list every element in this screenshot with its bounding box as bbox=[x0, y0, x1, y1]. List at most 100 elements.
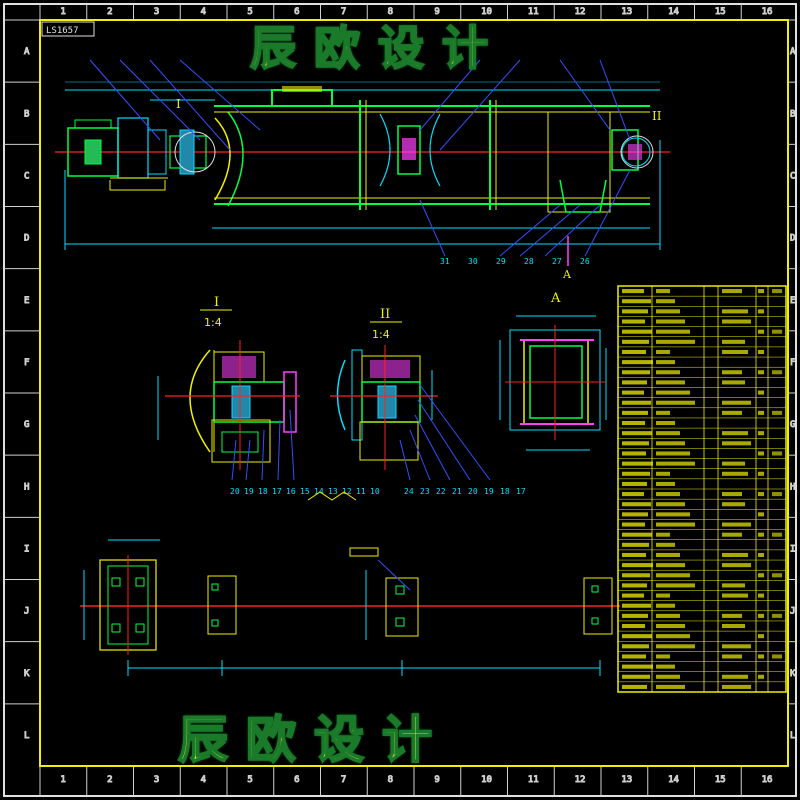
ruler-col-label: 2 bbox=[107, 775, 112, 785]
detail-1-callout-label: I bbox=[176, 97, 181, 111]
ruler-col-label: 3 bbox=[154, 775, 159, 785]
ruler-col-label: 13 bbox=[621, 775, 632, 785]
balloon-number: 11 bbox=[356, 487, 366, 496]
balloon-number: 17 bbox=[272, 487, 282, 496]
ruler-col-label: 14 bbox=[668, 7, 679, 17]
detail-2-view: II 1:4 24 23 22 21 20 19 18 17 bbox=[307, 307, 526, 501]
ruler-row-label: I bbox=[790, 544, 795, 554]
ruler-row-label: K bbox=[24, 669, 30, 679]
ruler-col-label: 2 bbox=[107, 7, 112, 17]
ruler-row-label: H bbox=[790, 482, 795, 492]
reducer bbox=[117, 117, 149, 179]
ruler-row-label: H bbox=[24, 482, 29, 492]
ruler-row-label: A bbox=[790, 47, 796, 57]
ruler-col-label: 11 bbox=[528, 7, 539, 17]
ruler-row-label: B bbox=[24, 109, 29, 119]
ruler-row-label: G bbox=[24, 420, 29, 430]
ruler-row-label: D bbox=[790, 234, 795, 244]
frame-ruler: 1122334455667788991010111112121313141415… bbox=[4, 4, 797, 796]
section-a-arrow-label: A bbox=[562, 268, 572, 281]
balloon-number: 30 bbox=[468, 257, 478, 266]
inlet-hopper bbox=[271, 89, 333, 107]
balloon-number: 29 bbox=[496, 257, 506, 266]
ruler-col-label: 8 bbox=[388, 7, 393, 17]
section-a-view: A bbox=[499, 291, 607, 451]
ruler-row-label: E bbox=[790, 296, 795, 306]
balloon-number: 26 bbox=[580, 257, 590, 266]
balloon-number: 22 bbox=[436, 487, 446, 496]
ruler-col-label: 12 bbox=[575, 7, 586, 17]
ruler-col-label: 15 bbox=[715, 7, 726, 17]
detail-2-balloons: 24 23 22 21 20 19 18 17 bbox=[404, 487, 526, 496]
ruler-row-label: F bbox=[24, 358, 29, 368]
ruler-col-label: 11 bbox=[528, 775, 539, 785]
ruler-row-label: C bbox=[790, 171, 795, 181]
detail-2-callout bbox=[620, 135, 654, 169]
title-box-text: LS1657 bbox=[46, 26, 79, 36]
balloon-number: 12 bbox=[342, 487, 352, 496]
detail-2-scale: 1:4 bbox=[372, 328, 390, 341]
balloon-number: 18 bbox=[500, 487, 510, 496]
ruler-col-label: 7 bbox=[341, 7, 346, 17]
ruler-row-label: J bbox=[790, 607, 795, 617]
balloon-number: 28 bbox=[524, 257, 534, 266]
detail-1-callout bbox=[174, 131, 216, 173]
parts-list-table bbox=[617, 285, 787, 693]
balloon-number: 15 bbox=[300, 487, 310, 496]
balloon-number: 13 bbox=[328, 487, 338, 496]
watermark-bottom: 辰欧设计 bbox=[177, 709, 450, 770]
ruler-col-label: 3 bbox=[154, 7, 159, 17]
ruler-col-label: 1 bbox=[60, 775, 65, 785]
ruler-row-label: F bbox=[790, 358, 795, 368]
ruler-col-label: 14 bbox=[668, 775, 679, 785]
balloon-number: 16 bbox=[286, 487, 296, 496]
ruler-col-label: 9 bbox=[434, 7, 439, 17]
hanger-bearing bbox=[397, 125, 421, 175]
ruler-col-label: 4 bbox=[201, 7, 206, 17]
detail-2-label: II bbox=[380, 307, 390, 322]
ruler-row-label: L bbox=[790, 731, 795, 741]
ruler-col-label: 16 bbox=[762, 7, 773, 17]
balloon-number: 19 bbox=[484, 487, 494, 496]
ruler-row-label: G bbox=[790, 420, 795, 430]
ruler-col-label: 6 bbox=[294, 7, 299, 17]
balloon-number: 21 bbox=[452, 487, 462, 496]
ruler-col-label: 9 bbox=[434, 775, 439, 785]
title-box bbox=[41, 21, 95, 37]
balloon-number: 20 bbox=[230, 487, 240, 496]
outlet bbox=[547, 111, 611, 213]
section-a-label: A bbox=[550, 291, 561, 306]
outer-frame bbox=[3, 3, 797, 797]
balloon-number: 17 bbox=[516, 487, 526, 496]
ruler-col-label: 7 bbox=[341, 775, 346, 785]
ruler-col-label: 16 bbox=[762, 775, 773, 785]
ruler-row-label: I bbox=[24, 544, 29, 554]
ruler-col-label: 15 bbox=[715, 775, 726, 785]
balloon-number: 27 bbox=[552, 257, 562, 266]
ruler-row-label: E bbox=[24, 296, 29, 306]
ruler-row-label: C bbox=[24, 171, 29, 181]
ruler-col-label: 10 bbox=[481, 775, 492, 785]
ruler-row-label: L bbox=[24, 731, 29, 741]
detail-1-scale: 1:4 bbox=[204, 316, 222, 329]
ruler-col-label: 6 bbox=[294, 775, 299, 785]
ruler-row-label: D bbox=[24, 234, 29, 244]
ruler-col-label: 5 bbox=[247, 775, 252, 785]
balloon-number: 24 bbox=[404, 487, 414, 496]
balloon-number: 20 bbox=[468, 487, 478, 496]
ruler-col-label: 13 bbox=[621, 7, 632, 17]
balloon-number: 18 bbox=[258, 487, 268, 496]
support-plan-view bbox=[80, 539, 620, 676]
ruler-col-label: 5 bbox=[247, 7, 252, 17]
ruler-col-label: 12 bbox=[575, 775, 586, 785]
detail-1-label: I bbox=[214, 295, 219, 310]
ruler-row-label: J bbox=[24, 607, 29, 617]
balloon-number: 10 bbox=[370, 487, 380, 496]
balloon-number: 23 bbox=[420, 487, 430, 496]
detail-2-callout-label: II bbox=[652, 109, 662, 123]
ruler-row-label: A bbox=[24, 47, 30, 57]
